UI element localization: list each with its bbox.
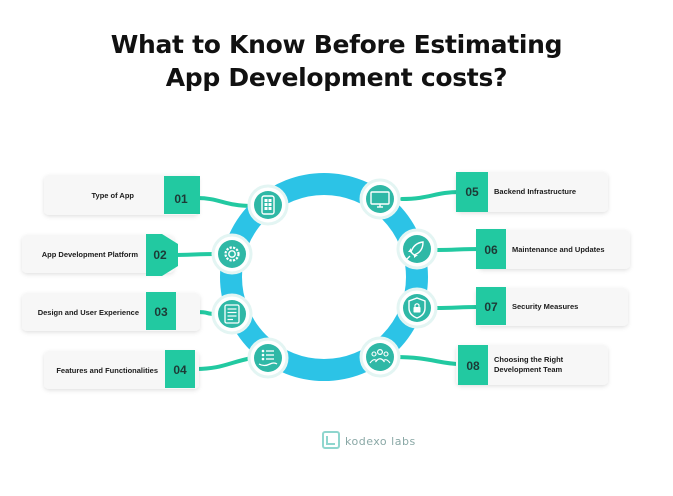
connector-05 [400,190,462,201]
item-number-02: 02 [153,248,167,262]
connector-08 [393,355,462,366]
tab-03 [146,292,176,330]
feature-list-hand-icon [247,337,289,379]
item-label-04: Features and Functionalities [56,366,158,375]
monitor-icon [359,178,401,220]
item-label-01: Type of App [91,191,135,200]
shield-lock-icon [396,287,438,329]
ux-layout-icon [211,293,253,335]
item-label-03: Design and User Experience [37,308,139,317]
connector-02 [170,252,219,257]
card-04 [44,351,199,389]
title-line-1: What to Know Before Estimating [110,30,563,59]
gear-icon [211,233,253,275]
rocket-icon [396,228,438,270]
item-number-06: 06 [484,243,498,257]
tab-01 [164,176,200,214]
item-label-06: Maintenance and Updates [512,245,605,254]
card-08 [456,345,608,385]
icon-circles [211,178,438,379]
item-label-07: Security Measures [512,302,579,311]
number-tabs [146,172,506,388]
card-01 [44,175,199,215]
page-title: What to Know Before Estimating App Devel… [0,28,673,94]
item-number-05: 05 [465,185,479,199]
card-06 [478,230,630,269]
title-line-2: App Development costs? [165,63,508,92]
item-number-04: 04 [173,363,187,377]
item-number-07: 07 [484,300,498,314]
card-05 [456,172,608,212]
item-label-08: Choosing the Right Development Team [494,355,604,375]
connector-06 [436,247,484,252]
item-number-03: 03 [154,305,168,319]
item-number-08: 08 [466,359,480,373]
item-number-01: 01 [174,192,188,206]
brand-logo: kodexo labs [322,430,416,452]
connector-04 [194,356,254,371]
kodexo-logo-icon [322,431,340,449]
team-icon [359,336,401,378]
tab-06 [476,229,506,269]
item-label-08-line2: Development Team [494,365,563,374]
connectors [170,190,484,371]
item-label-05: Backend Infrastructure [494,187,577,196]
brand-logo-text: kodexo labs [345,434,416,448]
tab-02 [146,234,178,276]
tab-07 [476,287,506,325]
connector-07 [434,305,480,310]
tab-04 [165,350,195,388]
center-ring [220,173,428,381]
tab-08 [458,345,488,385]
connector-01 [195,196,254,208]
item-label-08-line1: Choosing the Right [494,355,564,364]
item-label-02: App Development Platform [41,250,138,259]
card-02 [22,235,174,273]
card-07 [476,288,628,326]
mobile-app-icon [247,184,289,226]
tab-05 [456,172,488,212]
